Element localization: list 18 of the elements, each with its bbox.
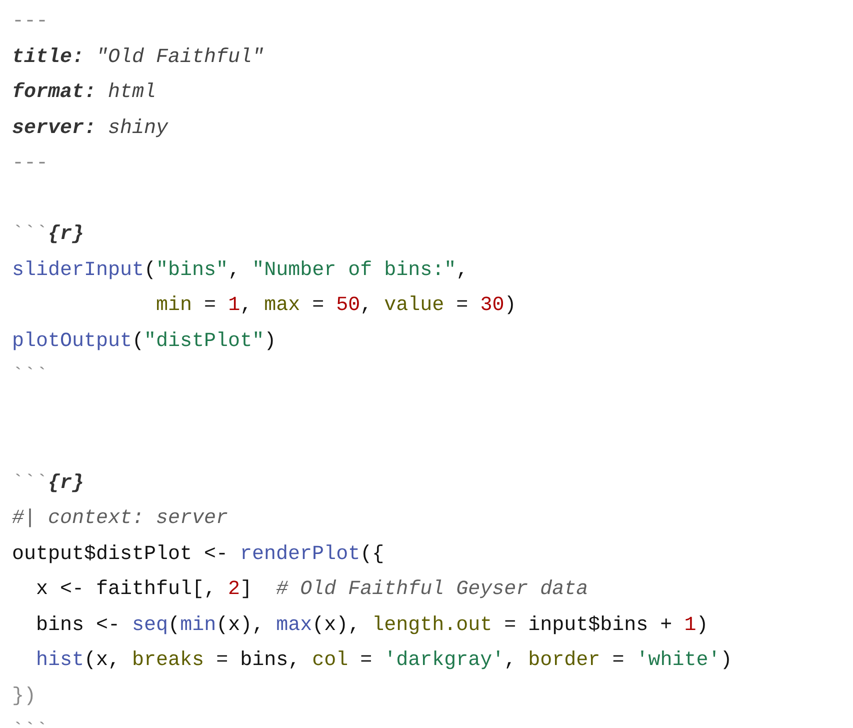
code-line: server: shiny: [12, 116, 168, 142]
code-line: bins <- seq(min(x), max(x), length.out = input$bins + 1): [35, 612, 708, 638]
code-line: plotOutput("distPlot"): [12, 328, 276, 354]
code-line: }): [12, 684, 36, 710]
code-line: ---: [12, 9, 48, 35]
code-line: title: "Old Faithful": [12, 44, 264, 70]
code-line: ```: [12, 364, 48, 390]
code-line: x <- faithful[, 2] # Old Faithful Geyser data: [35, 577, 588, 603]
code-line: ---: [12, 151, 48, 177]
code-line: hist(x, breaks = bins, col = 'darkgray', border = 'white'): [35, 648, 732, 674]
code-line: format: html: [12, 80, 156, 106]
code-line: ```: [12, 719, 48, 728]
code-line: ```{r}: [12, 470, 84, 496]
code-line: sliderInput("bins", "Number of bins:",: [12, 258, 468, 284]
code-line: min = 1, max = 50, value = 30): [155, 293, 516, 319]
code-line: ```{r}: [12, 222, 84, 248]
code-line: #| context: server: [12, 506, 228, 532]
code-line: output$distPlot <- renderPlot({: [12, 542, 384, 568]
